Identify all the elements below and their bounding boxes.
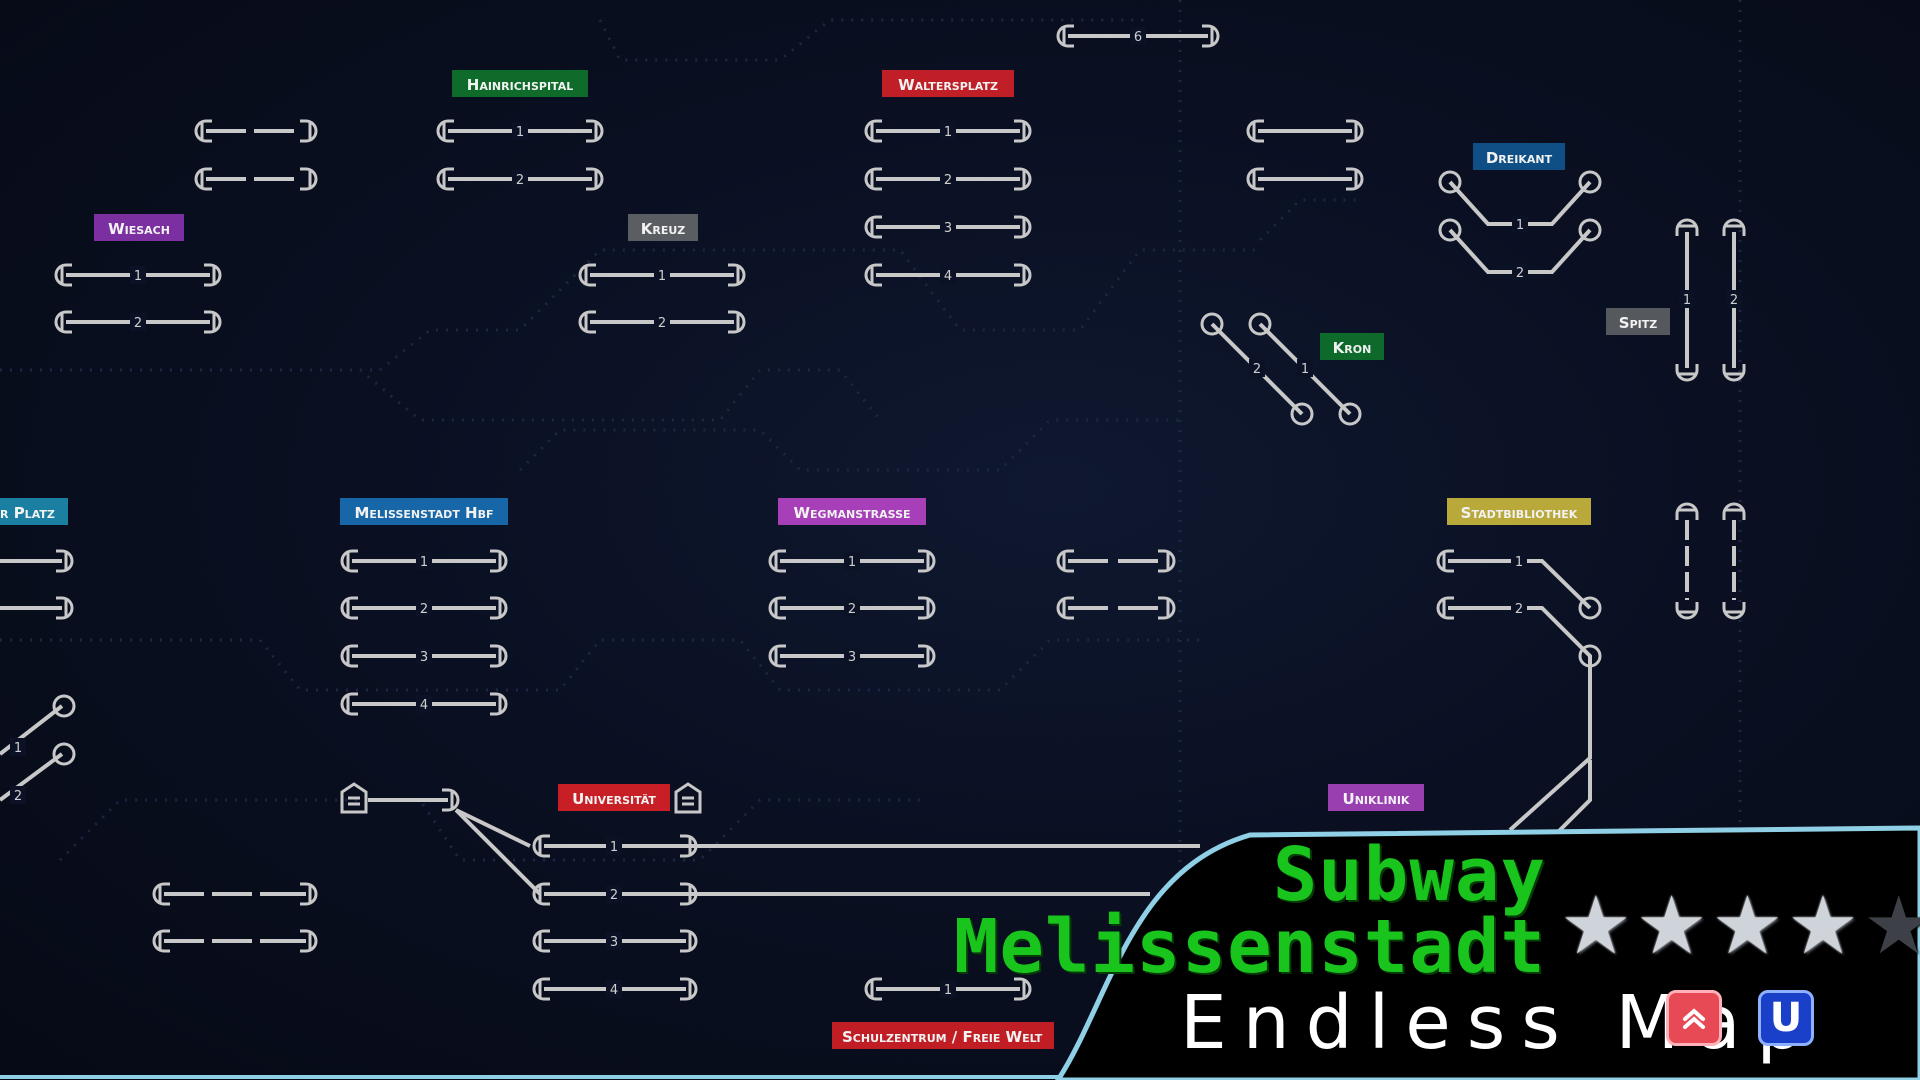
station-name: Hainrichspital [467, 76, 573, 94]
station-label-bg [340, 498, 508, 525]
station-kron[interactable]: Kron [1320, 333, 1384, 360]
station-name: Dreikant [1486, 149, 1553, 167]
station-label-bg [1320, 333, 1384, 360]
svg-text:1: 1 [848, 555, 856, 570]
station-name: Uniklinik [1343, 790, 1410, 808]
station-label-bg [778, 498, 926, 525]
svg-text:2: 2 [1730, 293, 1738, 308]
station-platz-partial[interactable]: r Platz [0, 498, 68, 525]
station-wegmanstrasse[interactable]: Wegmanstrasse [778, 498, 926, 525]
station-melissenstadt-hbf[interactable]: Melissenstadt Hbf [340, 498, 508, 525]
station-label-bg [558, 784, 670, 811]
station-hainrichspital[interactable]: Hainrichspital [452, 70, 588, 97]
station-schulzentrum[interactable]: Schulzentrum / Freie Welt [832, 1022, 1054, 1049]
station-name: Wegmanstrasse [793, 504, 910, 522]
station-label-bg [1606, 308, 1670, 335]
station-waltersplatz[interactable]: Waltersplatz [882, 70, 1014, 97]
station-spitz[interactable]: Spitz [1606, 308, 1670, 335]
svg-text:2: 2 [14, 789, 22, 804]
svg-text:1: 1 [944, 983, 952, 998]
depot-icon [674, 782, 702, 814]
station-label-bg [628, 214, 698, 241]
svg-text:1: 1 [1516, 218, 1524, 233]
svg-text:2: 2 [848, 602, 856, 617]
svg-text:1: 1 [610, 840, 618, 855]
station-label-bg [832, 1022, 1054, 1049]
station-name: Wiesach [108, 220, 170, 238]
station-dreikant[interactable]: Dreikant [1473, 143, 1565, 170]
station-kreuz[interactable]: Kreuz [628, 214, 698, 241]
depot-icon [340, 782, 368, 814]
svg-text:2: 2 [516, 173, 524, 188]
svg-text:2: 2 [1516, 266, 1524, 281]
svg-text:1: 1 [420, 555, 428, 570]
svg-text:2: 2 [1253, 362, 1261, 377]
svg-text:2: 2 [610, 888, 618, 903]
station-stadtbibliothek[interactable]: Stadtbibliothek [1447, 498, 1591, 525]
station-name: Waltersplatz [898, 76, 998, 94]
buffer-stops [52, 24, 1746, 1001]
station-name: Kreuz [641, 220, 686, 238]
station-name: Melissenstadt Hbf [354, 504, 493, 522]
station-label-bg [0, 498, 68, 525]
svg-text:4: 4 [420, 698, 428, 713]
station-label-bg [1447, 498, 1591, 525]
svg-text:2: 2 [420, 602, 428, 617]
svg-text:1: 1 [1301, 362, 1309, 377]
svg-text:2: 2 [1515, 602, 1523, 617]
station-name: Universität [572, 790, 656, 808]
svg-text:2: 2 [134, 316, 142, 331]
svg-text:3: 3 [610, 935, 618, 950]
svg-text:1: 1 [658, 269, 666, 284]
station-name: Stadtbibliothek [1461, 504, 1578, 522]
station-name: Schulzentrum / Freie Welt [842, 1028, 1043, 1046]
svg-text:1: 1 [1515, 555, 1523, 570]
station-uniklinik[interactable]: Uniklinik [1328, 784, 1424, 811]
station-label-bg [1328, 784, 1424, 811]
svg-text:1: 1 [14, 741, 22, 756]
svg-text:2: 2 [944, 173, 952, 188]
station-label-bg [1473, 143, 1565, 170]
svg-text:1: 1 [134, 269, 142, 284]
svg-text:4: 4 [944, 269, 952, 284]
station-label-bg [882, 70, 1014, 97]
svg-text:3: 3 [420, 650, 428, 665]
svg-text:2: 2 [658, 316, 666, 331]
svg-text:1: 1 [516, 125, 524, 140]
track-numbers: 6 1 2 1 2 3 4 1 2 1 2 1 2 2 1 1 2 1 2 3 … [10, 27, 1742, 998]
station-name: Kron [1333, 339, 1372, 357]
station-universitaet[interactable]: Universität [558, 784, 670, 811]
station-name: Spitz [1619, 314, 1657, 332]
svg-text:6: 6 [1134, 30, 1142, 45]
station-name: r Platz [0, 504, 55, 522]
svg-text:3: 3 [848, 650, 856, 665]
svg-text:1: 1 [944, 125, 952, 140]
station-label-bg [94, 214, 184, 241]
svg-text:3: 3 [944, 221, 952, 236]
station-wiesach[interactable]: Wiesach [94, 214, 184, 241]
svg-text:1: 1 [1683, 293, 1691, 308]
svg-text:4: 4 [610, 983, 618, 998]
station-label-bg [452, 70, 588, 97]
